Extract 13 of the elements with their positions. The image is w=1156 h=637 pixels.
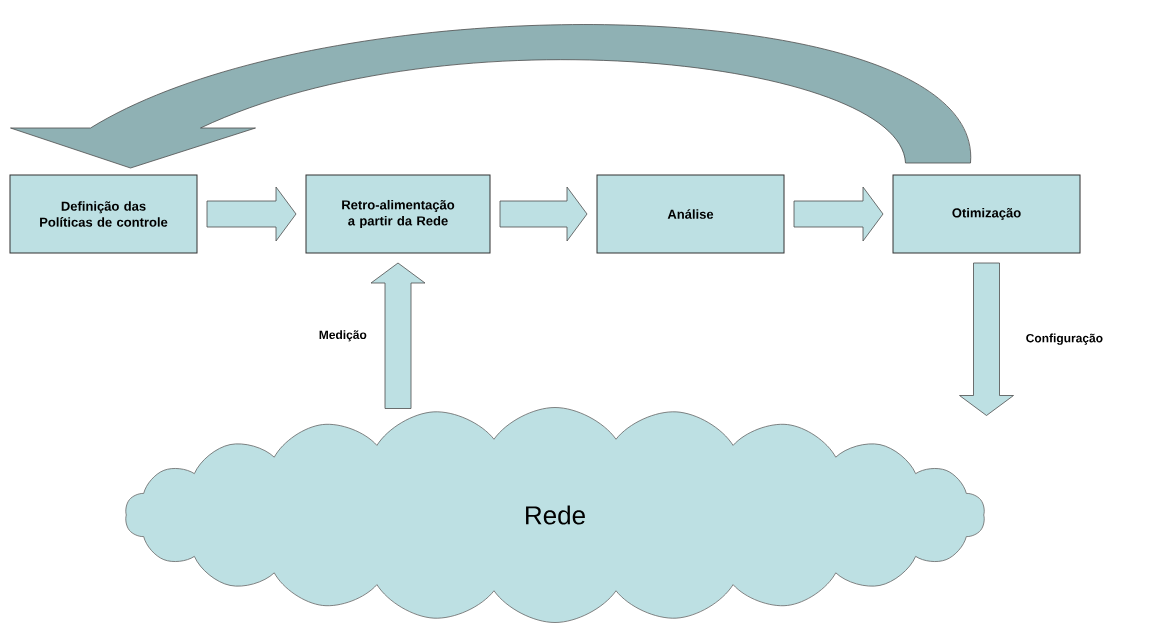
process-box: Retro-alimentação a partir da Rede: [305, 174, 491, 254]
edge-label: Medição: [317, 329, 368, 343]
process-box: Definição das Políticas de controle: [9, 174, 198, 254]
arrow: [959, 262, 1014, 416]
arrow: [206, 186, 297, 242]
arrow: [793, 186, 884, 242]
cloud: Rede: [125, 407, 985, 623]
arrow: [370, 262, 426, 409]
process-box: Otimização: [892, 174, 1081, 254]
process-box: Análise: [596, 174, 785, 254]
arrow: [10, 24, 971, 169]
edge-label: Configuração: [1024, 332, 1105, 346]
arrow: [499, 186, 588, 242]
